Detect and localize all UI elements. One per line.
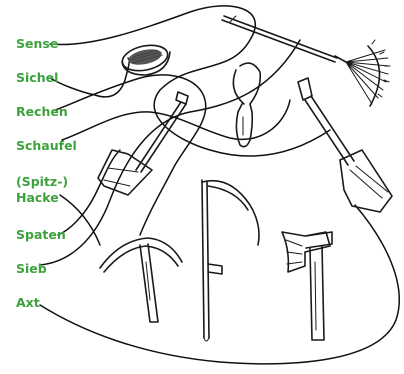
word-sieb-text: Sieb [16,261,47,277]
spade-icon[interactable] [98,92,188,195]
word-spaten-text: Spaten [16,227,66,243]
word-axt[interactable]: Axt [16,295,40,311]
word-sichel[interactable]: Sichel [16,70,58,86]
connection-lines [40,6,399,364]
word-spaten[interactable]: Spaten [16,227,66,243]
word-axt-text: Axt [16,295,40,311]
word-hacke-text-1: (Spitz-) [16,174,68,190]
word-schaufel[interactable]: Schaufel [16,138,77,154]
word-hacke-text-2: Hacke [16,190,68,206]
rake-icon[interactable] [222,16,390,106]
word-sichel-text: Sichel [16,70,58,86]
axe-icon[interactable] [282,232,332,340]
connection-line-sichel[interactable] [50,58,129,97]
word-sieb[interactable]: Sieb [16,261,47,277]
word-schaufel-text: Schaufel [16,138,77,154]
sickle-icon[interactable] [233,63,260,147]
pickaxe-icon[interactable] [100,238,182,322]
scythe-icon[interactable] [202,180,259,341]
connection-line-sieb[interactable] [40,40,300,265]
word-rechen-text: Rechen [16,104,68,120]
word-sense-text: Sense [16,36,58,52]
connection-line-axt[interactable] [40,205,399,364]
word-sense[interactable]: Sense [16,36,58,52]
word-hacke[interactable]: (Spitz-) Hacke [16,174,68,206]
word-rechen[interactable]: Rechen [16,104,68,120]
